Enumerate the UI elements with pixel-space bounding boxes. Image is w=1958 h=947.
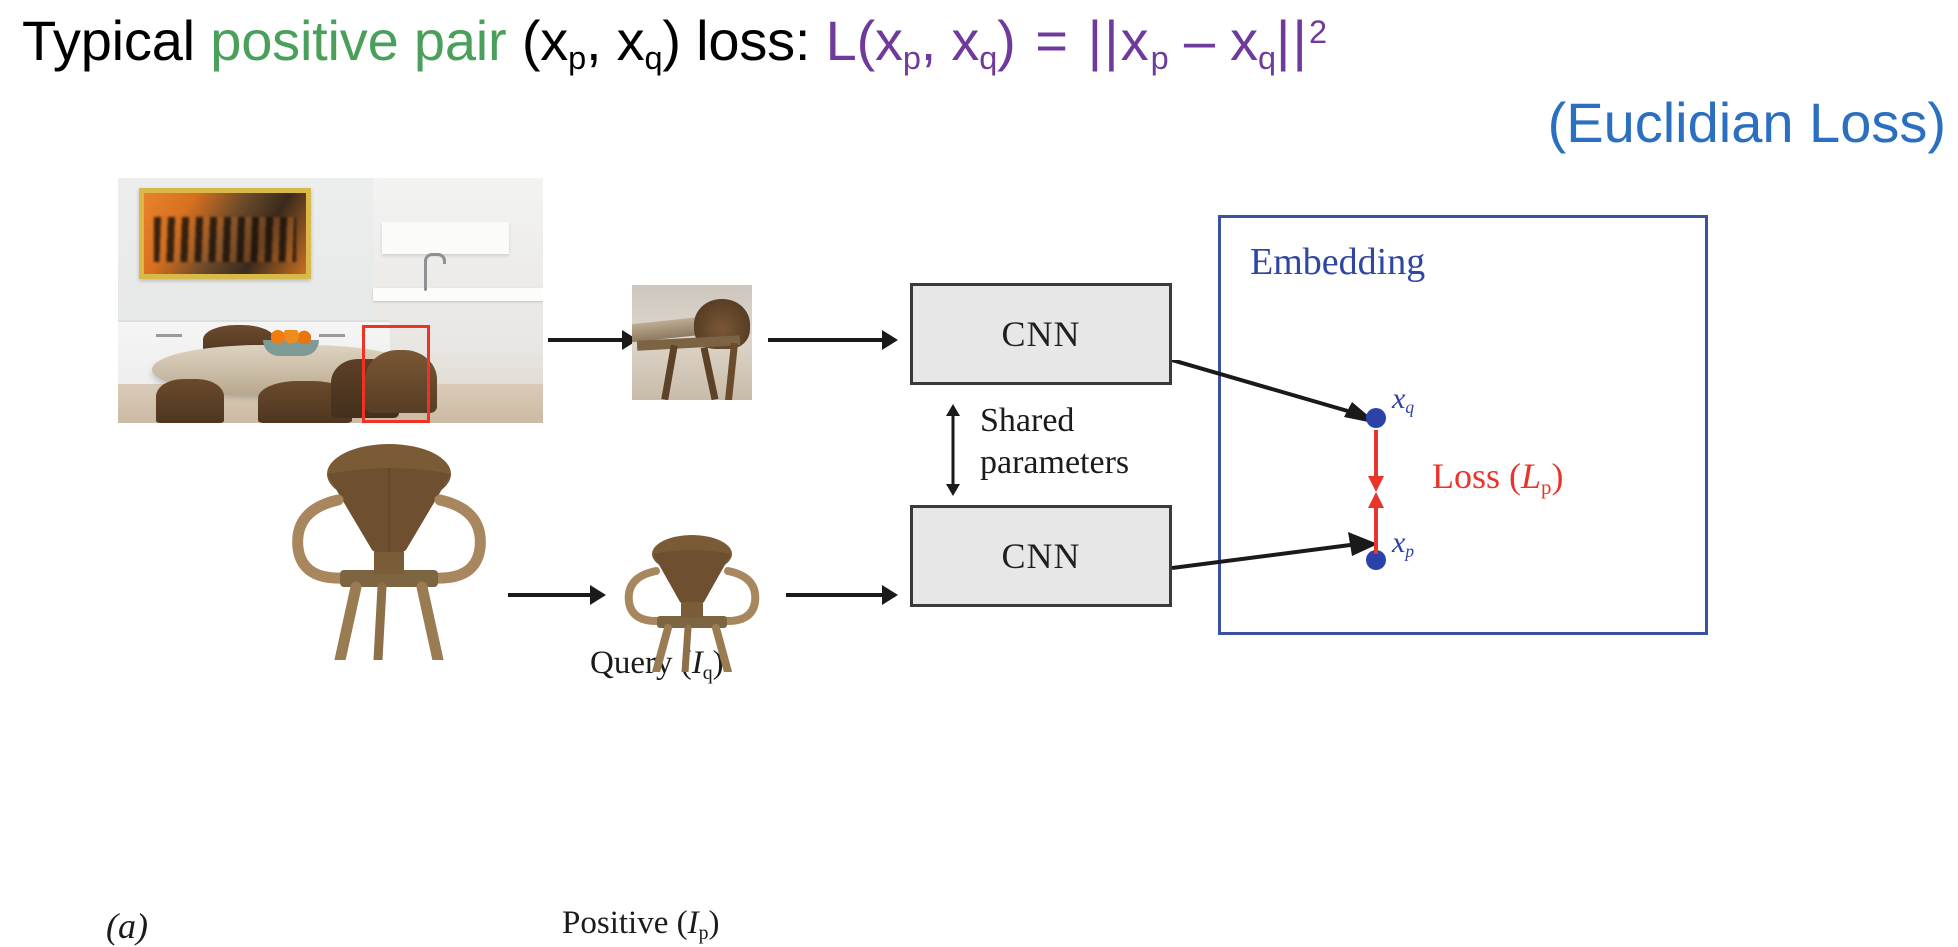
formula-minus: – x <box>1168 9 1258 72</box>
loss-label-var: L <box>1521 456 1542 496</box>
shared-parameters-label: Shared parameters <box>980 400 1220 484</box>
query-bounding-box <box>362 325 431 423</box>
scene-chair-query <box>364 349 437 414</box>
xp-sub: p <box>1405 540 1415 561</box>
pipeline-figure: (a) Quer <box>0 160 1958 946</box>
positive-label-close: ) <box>708 905 720 941</box>
embedding-panel-title: Embedding <box>1250 241 1426 283</box>
positive-label: Positive (Ip) <box>562 905 720 944</box>
embedding-point-xp-label: xp <box>1392 526 1414 560</box>
positive-label-var: I <box>687 905 699 941</box>
scene-counter <box>373 288 543 301</box>
positive-chair-image-large <box>292 444 486 660</box>
formula-sub-p-1: p <box>902 40 921 77</box>
formula-L-open: L(x <box>825 9 903 72</box>
formula-sub-p-2: p <box>1150 40 1169 77</box>
query-label: Query (Iq) <box>590 645 724 684</box>
shared-parameters-double-arrow <box>946 404 960 496</box>
embedding-point-xq <box>1366 408 1386 428</box>
arrow-positive-crop-to-cnn <box>786 585 898 605</box>
formula-sub-q-2: q <box>1257 40 1276 77</box>
title-pair-open: (x <box>506 9 569 72</box>
page-title-line-2-euclidian-loss: (Euclidian Loss) <box>1547 91 1946 154</box>
title-pair-sub-q: q <box>644 40 663 77</box>
query-label-close: ) <box>712 645 724 681</box>
embedding-panel <box>1218 215 1708 635</box>
scene-chair-front-left <box>156 378 225 423</box>
title-loss-word: ) loss: <box>662 9 826 72</box>
title-prefix: Typical <box>22 9 211 72</box>
query-label-sub: q <box>702 661 713 684</box>
page-title-line-1: Typical positive pair (xp, xq) loss: L(x… <box>22 8 1327 74</box>
cabinet-handle <box>319 334 346 338</box>
query-crop-image <box>632 285 752 400</box>
arrow-query-to-cnn <box>768 330 898 350</box>
shared-parameters-line-2: parameters <box>980 444 1130 481</box>
positive-label-sub: p <box>698 921 709 944</box>
scene-photo-kitchen <box>118 178 543 423</box>
title-pair-sub-p: p <box>568 40 586 77</box>
arrow-cnn-top-to-xq <box>1172 360 1378 424</box>
loss-label: Loss (Lp) <box>1432 455 1563 497</box>
formula-equals-norm-open: ) = ||x <box>997 9 1151 72</box>
scene-fruit-bowl <box>262 329 319 356</box>
loss-label-sub: p <box>1541 474 1552 499</box>
shared-parameters-line-1: Shared <box>980 402 1075 439</box>
title-area: Typical positive pair (xp, xq) loss: L(x… <box>0 0 1958 165</box>
panel-label-a: (a) <box>106 906 148 946</box>
arrow-positive-to-crop <box>508 585 606 605</box>
query-label-text: Query ( <box>590 645 692 681</box>
xq-sub: q <box>1405 396 1415 417</box>
cabinet-handle <box>156 334 183 338</box>
scene-wall-painting <box>139 187 311 279</box>
arrow-cnn-bottom-to-xp <box>1172 532 1378 570</box>
formula-norm-close: || <box>1275 9 1309 72</box>
arrow-scene-to-query <box>548 330 638 350</box>
xp-var: x <box>1392 526 1406 559</box>
formula-exponent-2: 2 <box>1308 14 1327 51</box>
xq-var: x <box>1392 382 1406 415</box>
positive-chair-image-small <box>624 535 760 672</box>
formula-comma: , x <box>920 9 980 72</box>
title-pair-comma: , x <box>585 9 645 72</box>
scene-faucet <box>424 252 446 291</box>
positive-label-text: Positive ( <box>562 905 688 941</box>
embedding-point-xp <box>1366 550 1386 570</box>
loss-label-text: Loss ( <box>1432 456 1521 496</box>
title-highlight-positive-pair: positive pair <box>210 9 507 72</box>
cnn-box-bottom[interactable]: CNN <box>910 505 1172 607</box>
scene-upper-cabinet <box>381 222 509 254</box>
loss-double-arrow <box>1368 430 1384 554</box>
embedding-point-xq-label: xq <box>1392 382 1414 416</box>
loss-label-close: ) <box>1551 456 1564 496</box>
cnn-box-top[interactable]: CNN <box>910 283 1172 385</box>
query-label-var: I <box>691 645 703 681</box>
formula-sub-q-1: q <box>979 40 998 77</box>
